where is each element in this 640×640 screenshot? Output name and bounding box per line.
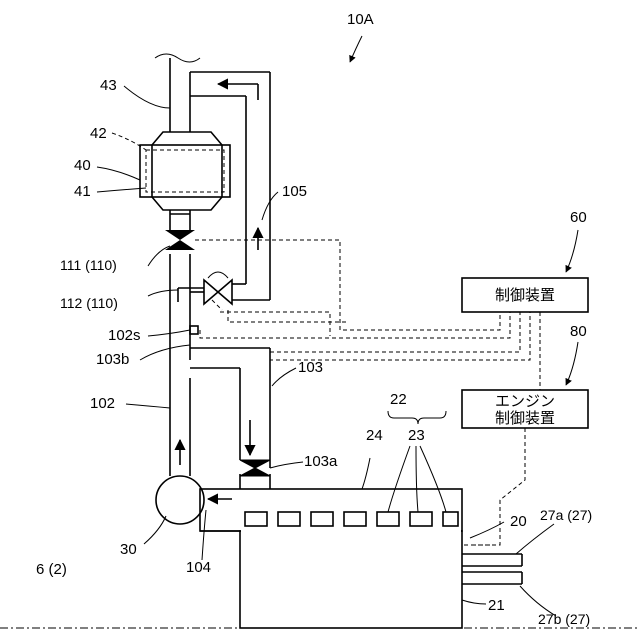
label-60: 60 (570, 209, 587, 226)
label-43: 43 (100, 77, 117, 94)
label-27b: 27b (27) (538, 611, 590, 627)
controller-label: 制御装置 (495, 286, 555, 304)
pipe-103 (190, 348, 270, 489)
valve-112 (204, 272, 232, 304)
figure-label: 10A (347, 11, 374, 28)
intake-manifold (200, 489, 462, 531)
label-24: 24 (366, 427, 383, 444)
valve-111 (165, 230, 195, 250)
label-80: 80 (570, 323, 587, 340)
engine-controller-label-1: エンジン (495, 392, 555, 410)
label-41: 41 (74, 183, 91, 200)
label-23: 23 (408, 427, 425, 444)
label-103: 103 (298, 359, 323, 376)
label-111: 111 (110) (60, 257, 117, 273)
sensor-102s (190, 326, 198, 334)
valve-103a (240, 460, 270, 476)
label-42: 42 (90, 125, 107, 142)
engine-controller-label-2: 制御装置 (495, 409, 555, 427)
label-102: 102 (90, 395, 115, 412)
label-105: 105 (282, 183, 307, 200)
label-102s: 102s (108, 327, 141, 344)
engine-body (240, 531, 462, 628)
pump (156, 476, 204, 524)
label-40: 40 (74, 157, 91, 174)
label-21: 21 (488, 597, 505, 614)
label-103b: 103b (96, 351, 129, 368)
label-20: 20 (510, 513, 527, 530)
label-22: 22 (390, 391, 407, 408)
label-103a: 103a (304, 453, 338, 470)
label-27a: 27a (27) (540, 507, 592, 523)
label-6: 6 (2) (36, 561, 67, 578)
engine-outputs (462, 554, 522, 584)
intake-ports (245, 512, 458, 526)
label-112: 112 (110) (60, 295, 118, 311)
pipe-43 (155, 54, 200, 132)
signal-lines (195, 240, 540, 545)
label-104: 104 (186, 559, 211, 576)
leader-lines (97, 86, 556, 616)
label-30: 30 (120, 541, 137, 558)
filter-40 (140, 132, 230, 214)
